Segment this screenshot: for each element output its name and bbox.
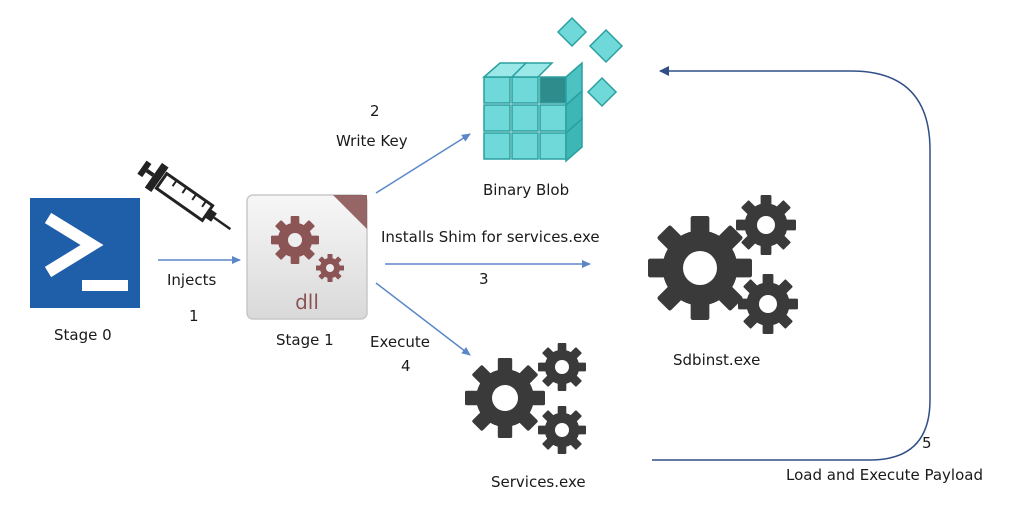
installs-shim-label: Installs Shim for services.exe [381, 228, 600, 246]
arrow-write-key [375, 133, 471, 194]
step-4-label: 4 [401, 357, 411, 375]
step-1-label: 1 [189, 307, 199, 325]
write-key-label: Write Key [336, 132, 408, 150]
binary-blob-label: Binary Blob [483, 181, 570, 199]
sdbinst-label: Sdbinst.exe [673, 351, 761, 369]
dll-icon-text: dll [295, 290, 319, 314]
dll-icon [246, 194, 368, 320]
arrow-load-execute [652, 66, 931, 461]
load-execute-label: Load and Execute Payload [786, 466, 983, 484]
gears-icon [465, 343, 586, 454]
execute-label: Execute [370, 333, 430, 351]
registry-cube-icon [482, 16, 624, 163]
injects-label: Injects [167, 271, 217, 289]
syringe-icon [137, 160, 232, 231]
step-3-label: 3 [479, 270, 489, 288]
stage0-label: Stage 0 [54, 326, 112, 344]
services-label: Services.exe [491, 473, 586, 491]
stage1-label: Stage 1 [276, 331, 334, 349]
step-2-label: 2 [370, 102, 380, 120]
arrow-execute [375, 282, 471, 356]
gears-icon [648, 195, 798, 334]
powershell-icon [30, 198, 140, 308]
step-5-label: 5 [922, 434, 932, 452]
